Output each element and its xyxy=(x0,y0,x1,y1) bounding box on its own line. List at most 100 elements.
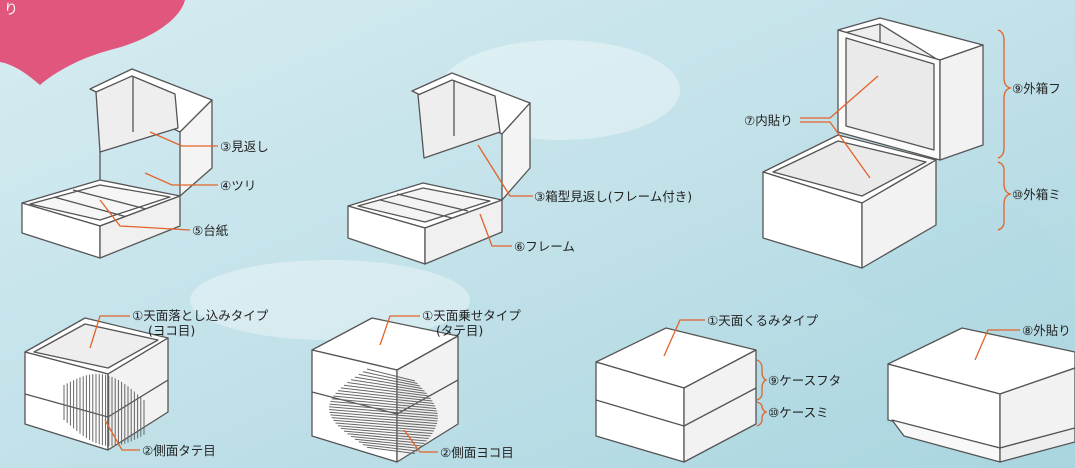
outer-body-side xyxy=(861,159,937,269)
mount-slot-2 xyxy=(396,193,469,212)
grain-line xyxy=(329,411,438,422)
leaders-box2 xyxy=(477,144,533,247)
brace-sotobako-mi xyxy=(997,161,1013,231)
label-sokumen-yoko: ②側面ヨコ目 xyxy=(440,445,514,460)
leader-tenmen-kurumi xyxy=(663,319,705,357)
grain-line xyxy=(330,414,438,424)
outer-body-opening xyxy=(772,140,927,197)
frame-inner xyxy=(357,187,491,223)
grain-line xyxy=(331,417,437,427)
outer-box-separated xyxy=(762,17,984,269)
label-daishi: ⑤台紙 xyxy=(192,223,229,238)
leaders-box7 xyxy=(974,329,1020,361)
grain-line xyxy=(340,387,431,399)
grain-horizontal xyxy=(329,368,438,454)
leader-frame xyxy=(479,213,512,247)
grain-line xyxy=(366,446,416,454)
grain-line xyxy=(330,400,438,412)
mount-slot-1 xyxy=(53,196,128,218)
seam-side xyxy=(683,387,757,427)
grain-line xyxy=(362,444,418,452)
lid-inner xyxy=(95,75,179,153)
grain-line xyxy=(347,433,427,442)
seam-front xyxy=(595,399,685,427)
seam-front xyxy=(311,391,398,415)
outer-lid-inner-opening xyxy=(845,37,935,151)
label-sotobako-futa: ⑨外箱フ xyxy=(1012,81,1061,96)
label-sotobari: ⑧外貼り xyxy=(1022,323,1071,338)
label-tenmen-otoshikomi-sub: (ヨコ目) xyxy=(148,323,196,338)
leaders-box1 xyxy=(99,131,218,231)
grain-line xyxy=(329,403,438,414)
label-case-mi: ⑩ケースミ xyxy=(768,405,829,420)
grain-vertical xyxy=(63,373,145,447)
brace-case-mi xyxy=(756,401,768,427)
corner-glyph: り xyxy=(4,2,18,18)
label-frame: ⑥フレーム xyxy=(514,239,575,254)
side xyxy=(999,367,1075,449)
grain-line xyxy=(333,395,436,407)
label-tsuri: ④ツリ xyxy=(220,178,257,193)
pink-blob-decoration xyxy=(0,0,185,85)
mount-slot-2 xyxy=(72,189,147,210)
leader-tenmen-otoshikomi xyxy=(89,315,130,349)
leaders-box5 xyxy=(379,315,438,453)
label-sotobako-mi: ⑩外箱ミ xyxy=(1012,187,1061,202)
leaders-box3 xyxy=(800,29,1013,231)
grain-line xyxy=(337,390,433,402)
grain-line xyxy=(343,384,429,397)
label-mikaeshi: ③見返し xyxy=(220,139,269,154)
label-tenmen-kurumi: ①天面くるみタイプ xyxy=(707,313,818,328)
label-tenmen-otoshikomi: ①天面落とし込みタイプ (ヨコ目) xyxy=(132,308,268,338)
box-outer-wrap xyxy=(887,327,1075,463)
outer-lid-right xyxy=(939,44,984,161)
label-tenmen-nose-sub: (タテ目) xyxy=(436,323,484,338)
leader-sokumen-tate xyxy=(104,419,140,451)
leader-uchibari-a xyxy=(800,75,879,119)
leader-daishi xyxy=(99,199,191,231)
grain-line xyxy=(335,422,434,432)
grain-line xyxy=(329,406,438,417)
lid-side xyxy=(179,99,213,197)
grain-line xyxy=(366,368,416,382)
side xyxy=(396,335,459,463)
grain-line xyxy=(354,376,423,389)
brace-case-futa xyxy=(756,359,768,401)
box-with-frame xyxy=(347,72,531,265)
base-plate-side xyxy=(999,427,1075,463)
grain-line xyxy=(329,409,438,419)
label-tenmen-nose-main: ①天面乗せタイプ xyxy=(422,308,521,323)
box-wrapped-top xyxy=(595,327,757,463)
mount-slot-1 xyxy=(379,199,453,219)
label-case-futa: ⑨ケースフタ xyxy=(768,373,842,388)
box-drop-in-top xyxy=(24,317,169,451)
grain-line xyxy=(331,398,437,409)
leaders-box6 xyxy=(663,319,768,427)
side xyxy=(683,349,757,463)
leader-sotobari xyxy=(974,329,1020,361)
top-recess xyxy=(33,323,159,369)
base-side xyxy=(424,199,503,265)
leader-uchibari-b xyxy=(800,121,871,179)
leader-tsuri xyxy=(144,172,218,186)
grain-line xyxy=(335,392,434,404)
lid-side xyxy=(501,102,531,201)
grain-line xyxy=(347,382,427,394)
grain-line xyxy=(358,373,420,387)
leaders-box4 xyxy=(89,315,140,451)
label-tenmen-nose: ①天面乗せタイプ (タテ目) xyxy=(422,308,521,338)
grain-line xyxy=(350,379,425,392)
label-tenmen-otoshikomi-main: ①天面落とし込みタイプ xyxy=(132,308,269,323)
leader-mikaeshi xyxy=(149,131,218,147)
brace-sotobako-futa xyxy=(997,29,1013,159)
label-uchibari: ⑦内貼り xyxy=(744,113,793,128)
leader-tenmen-nose xyxy=(379,315,420,346)
grain-line xyxy=(354,438,423,447)
lid-inner xyxy=(417,79,501,159)
grain-line xyxy=(337,425,433,434)
leader-hakogata-mikaeshi xyxy=(477,144,533,197)
grain-line xyxy=(343,430,429,439)
grain-line xyxy=(358,441,420,449)
grain-line xyxy=(333,419,436,429)
